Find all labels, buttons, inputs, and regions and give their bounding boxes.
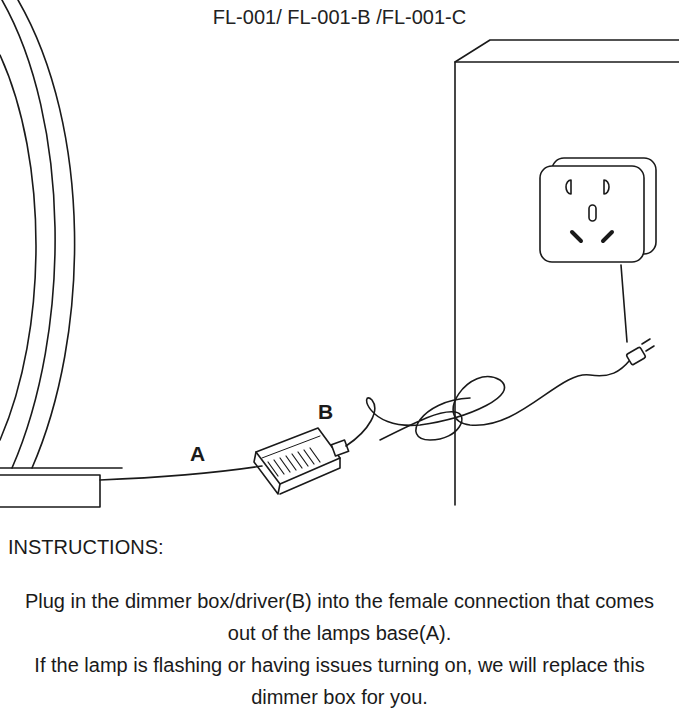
dimmer-box (254, 428, 349, 494)
instruction-text: Plug in the dimmer box/driver(B) into th… (10, 585, 669, 649)
lamp-arc (0, 0, 75, 468)
cord-a (100, 466, 262, 480)
wall-socket (540, 158, 656, 342)
instruction-text: If the lamp is flashing or having issues… (10, 649, 669, 713)
power-plug (626, 339, 654, 365)
callout-letter: A (190, 442, 205, 466)
diagram-title: FL-001/ FL-001-B /FL-001-C (0, 6, 679, 29)
cabinet (455, 40, 679, 505)
lamp-base (0, 468, 122, 507)
power-cord (346, 360, 630, 446)
callout-letter: B (318, 400, 333, 424)
instructions-heading: INSTRUCTIONS: (8, 536, 164, 559)
